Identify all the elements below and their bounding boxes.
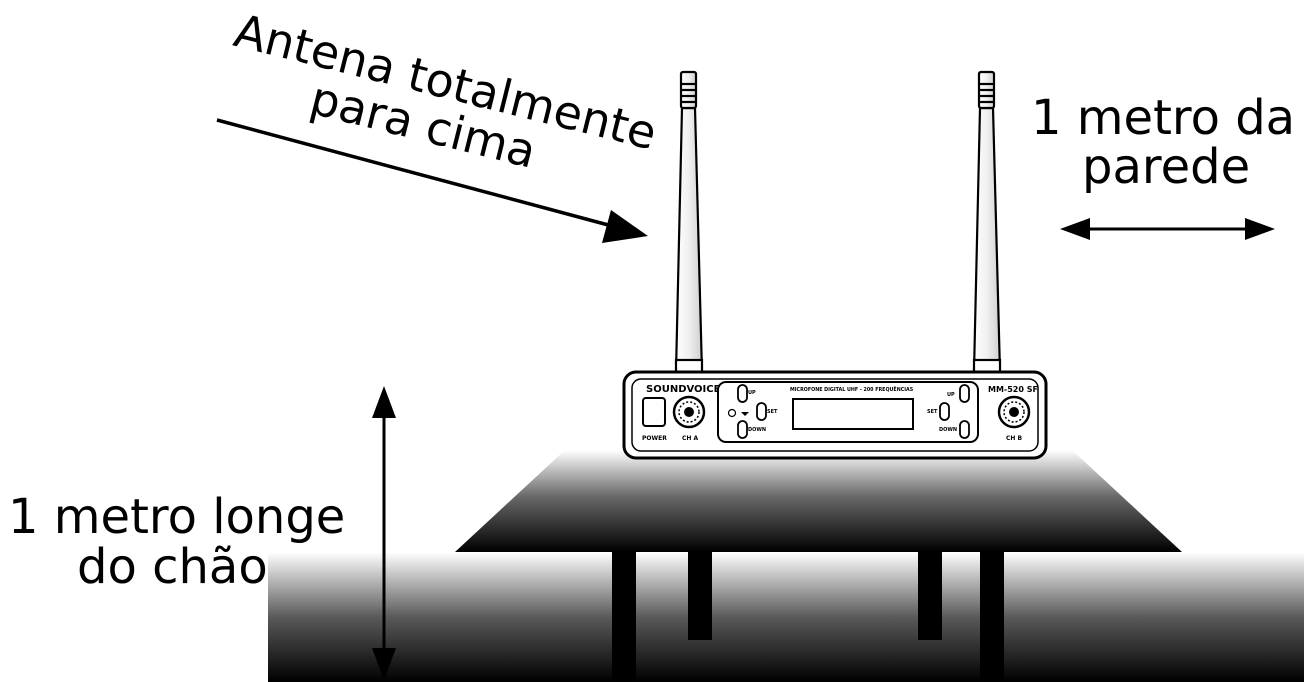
up-button-a [737,384,748,403]
table-leg [980,552,1004,682]
model-text: MM-520 SF [988,385,1038,394]
up-label-b: UP [947,392,955,398]
set-label-a: SET [767,409,778,415]
description-text: MICROFONE DIGITAL UHF - 200 FREQUÊNCIAS [790,385,914,393]
up-button-b [959,384,970,403]
floor-height-arrow [372,386,396,680]
up-label-a: UP [748,390,756,396]
set-button-a [756,402,767,421]
power-label: POWER [642,435,667,442]
table-leg [612,552,636,682]
antenna-left [674,70,704,376]
brand-text: SOUNDVOICE [646,384,721,395]
channel-b-label: CH B [1006,435,1023,442]
down-label-a: DOWN [748,427,766,433]
receiver-unit: SOUNDVOICE MM-520 SF POWER CH A MICROFON… [622,370,1048,460]
table-leg [688,552,712,640]
down-button-b [959,420,970,439]
channel-a-label: CH A [682,435,699,442]
floor-caption-line1: 1 metro longe [8,489,345,545]
power-button [642,397,666,427]
wall-caption-line1: 1 metro da [1031,90,1295,146]
down-button-a [737,420,748,439]
wifi-icon [741,412,749,416]
set-button-b [939,402,950,421]
set-label-b: SET [927,409,938,415]
antenna-arrow [216,118,648,243]
table-leg [918,552,942,640]
floor-block [268,552,1304,682]
wall-distance-arrow [1060,218,1275,240]
table-top [455,450,1182,552]
wall-caption-line2: parede [1082,139,1250,195]
antenna-caption: Antena totalmente para cima [229,3,662,178]
lcd-display [792,398,914,430]
antenna-right [972,70,1002,376]
down-label-b: DOWN [939,427,957,433]
signal-led [727,408,737,418]
floor-caption-line2: do chão [77,539,268,595]
